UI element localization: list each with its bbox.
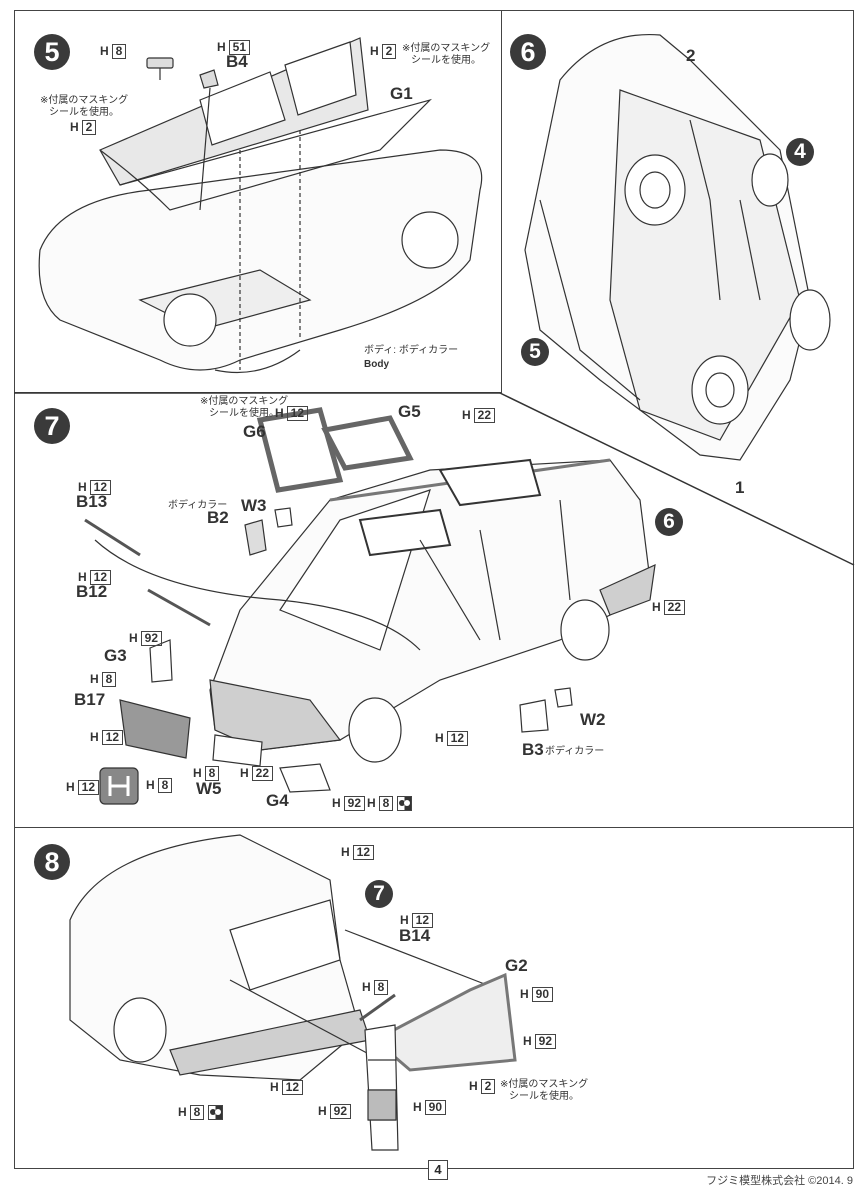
b2-body-color-note: ボディカラー bbox=[168, 500, 228, 511]
paint-mix-icon bbox=[208, 1105, 224, 1121]
step7-van-drawing bbox=[84, 407, 656, 805]
part-w3: W3 bbox=[241, 496, 267, 515]
step-5-badge: 5 bbox=[34, 34, 70, 70]
step-7-badge: 7 bbox=[34, 408, 70, 444]
glass-right-masking-note: ※付属のマスキング シールを使用。 bbox=[402, 43, 491, 66]
part-b14: B14 bbox=[399, 926, 431, 945]
b3-body-color-note: ボディカラー bbox=[545, 746, 605, 757]
step-6-badge: 6 bbox=[510, 34, 546, 70]
part-g4: G4 bbox=[266, 791, 289, 810]
rear-glass-masking-note: ※付属のマスキング シールを使用。 bbox=[500, 1079, 589, 1102]
part-g1: G1 bbox=[390, 84, 413, 103]
part-b3: B3 bbox=[522, 740, 544, 759]
step-6-panel bbox=[500, 10, 854, 393]
ref-1: 1 bbox=[735, 478, 745, 497]
copyright-footer: フジミ模型株式会社 ©2014. 9 bbox=[706, 1175, 853, 1187]
part-b4: B4 bbox=[226, 52, 248, 71]
step5-body-drawing bbox=[38, 37, 483, 374]
ref-step-4-badge: 4 bbox=[786, 138, 814, 166]
body-color-note: ボディ: ボディカラー bbox=[364, 345, 459, 356]
panel-divider bbox=[499, 392, 855, 566]
ref-step-6-badge: 6 bbox=[655, 508, 683, 536]
part-b17: B17 bbox=[74, 690, 106, 709]
part-w2: W2 bbox=[580, 710, 606, 729]
ref-step-5-badge: 5 bbox=[521, 338, 549, 366]
step8-van-rear-drawing bbox=[69, 834, 517, 1151]
part-g2: G2 bbox=[505, 956, 528, 975]
glass-left-masking-note: ※付属のマスキング シールを使用。 bbox=[40, 95, 129, 118]
part-g5: G5 bbox=[398, 402, 421, 421]
part-b2: B2 bbox=[207, 508, 229, 527]
part-g6: G6 bbox=[243, 422, 266, 441]
paint-mix-icon bbox=[397, 796, 413, 812]
body-english-label: Body bbox=[364, 359, 389, 370]
page-number: 4 bbox=[428, 1160, 448, 1180]
part-w5: W5 bbox=[196, 779, 222, 798]
ref-step-7-badge: 7 bbox=[365, 880, 393, 908]
step6-chassis-drawing bbox=[524, 33, 831, 461]
sunroof-masking-note: ※付属のマスキング シールを使用。 bbox=[200, 396, 289, 419]
ref-2: 2 bbox=[686, 46, 696, 65]
step-8-badge: 8 bbox=[34, 844, 70, 880]
part-g3: G3 bbox=[104, 646, 127, 665]
part-b13: B13 bbox=[76, 492, 108, 511]
part-b12: B12 bbox=[76, 582, 108, 601]
